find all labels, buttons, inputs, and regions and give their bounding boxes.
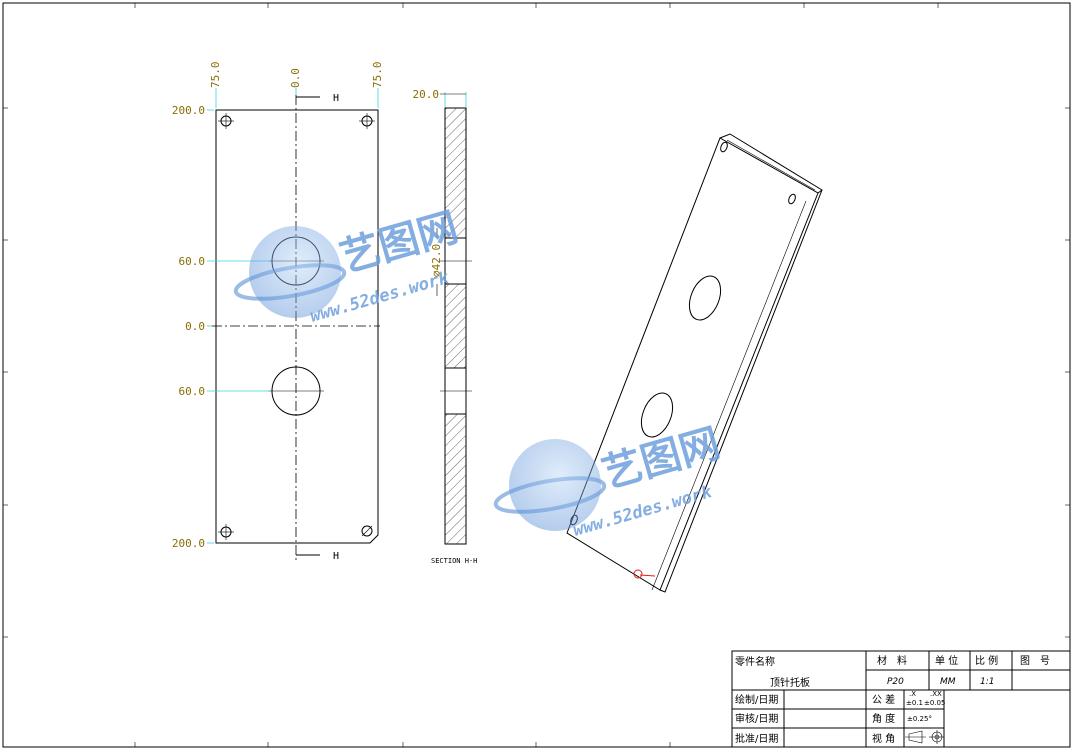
drawn-label: 绘制/日期 [735, 693, 778, 706]
angle-label: 角 度 [872, 712, 895, 725]
x-dim-right: 75.0 [371, 62, 384, 89]
unit-value: MM [940, 677, 956, 687]
x-dim-left: 75.0 [209, 62, 222, 89]
corner-hole-top-left [218, 113, 234, 129]
y-dim-top: 200.0 [172, 104, 205, 117]
view-label: 视 角 [872, 732, 895, 745]
plate-outline [215, 109, 379, 544]
section-mark-bottom: H [333, 551, 339, 562]
section-view: 20.0 ⌀42.0 SECTION H-H [413, 88, 478, 565]
projection-symbol-icon [905, 730, 944, 744]
part-name-label: 零件名称 [735, 655, 775, 668]
border-ticks [3, 3, 1070, 747]
material-value: P20 [887, 677, 904, 687]
scale-value: 1:1 [980, 677, 994, 687]
section-width-dim: 20.0 [413, 88, 440, 101]
tol-xx-header: .XX [930, 690, 942, 698]
corner-hole-top-right [359, 113, 375, 129]
material-label: 材 料 [877, 654, 907, 667]
y-dim-bottom: 200.0 [172, 537, 205, 550]
tol-x-header: .X [909, 690, 916, 698]
watermark-1: 艺图网 www.52des.work [233, 204, 463, 327]
drawing-no-label: 图 号 [1020, 655, 1050, 667]
corner-hole-bottom-left [218, 524, 234, 540]
section-mark-top: H [333, 93, 339, 104]
scale-label: 比 例 [975, 654, 998, 667]
iso-lower-hole [640, 392, 674, 438]
tolerance-label: 公 差 [872, 693, 895, 706]
x-dim-center: 0.0 [289, 68, 302, 88]
part-name: 顶针托板 [770, 676, 810, 689]
y-dim-center: 0.0 [185, 320, 205, 333]
section-caption: SECTION H-H [431, 557, 477, 565]
section-hole-dim: ⌀42.0 [430, 244, 443, 277]
isometric-view [566, 133, 823, 593]
watermark-2: 艺图网 www.52des.work [493, 420, 725, 541]
angle-tol-value: ±0.25° [907, 715, 932, 723]
checked-label: 审核/日期 [735, 712, 778, 725]
unit-label: 单 位 [935, 654, 958, 667]
y-dim-lower-hole: 60.0 [179, 385, 206, 398]
tol-x-value: ±0.1 [906, 699, 923, 707]
approved-label: 批准/日期 [735, 732, 778, 745]
iso-upper-hole [688, 275, 722, 321]
title-block: 零件名称 顶针托板 材 料 单 位 比 例 图 号 P20 MM 1:1 绘制/… [731, 650, 1071, 748]
tol-xx-value: ±0.05 [924, 699, 945, 707]
corner-mark-bottom-right [361, 525, 373, 537]
y-dim-upper-hole: 60.0 [179, 255, 206, 268]
